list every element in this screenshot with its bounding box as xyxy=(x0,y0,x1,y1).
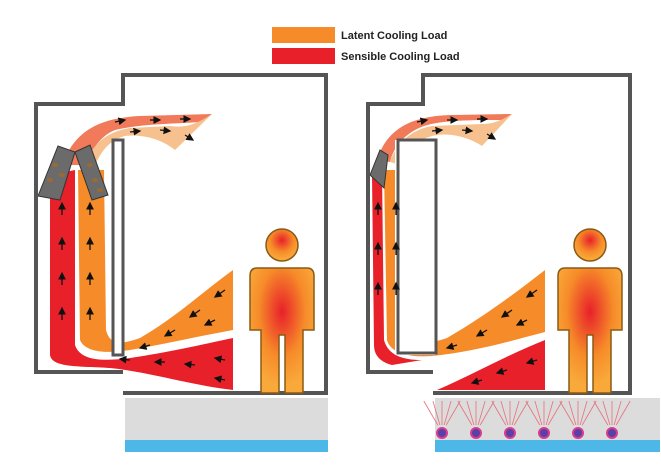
arrow-icon xyxy=(445,342,458,350)
panel-radiant xyxy=(366,73,660,452)
heat-ray xyxy=(423,400,439,426)
pipe-icon xyxy=(572,427,584,439)
legend-label-latent: Latent Cooling Load xyxy=(341,30,447,42)
arrow-icon xyxy=(213,355,226,364)
cooling-coil xyxy=(369,149,389,190)
water-layer xyxy=(125,440,328,452)
arrow-icon xyxy=(515,318,528,326)
arrow-icon xyxy=(475,329,488,337)
arrow-icon xyxy=(495,367,508,375)
arrow-icon xyxy=(183,360,196,369)
arrow-icon xyxy=(500,309,513,318)
occupant-icon xyxy=(557,228,623,394)
supply-flow-cool xyxy=(390,114,512,165)
room-wall xyxy=(34,73,328,395)
pipe-icon xyxy=(436,427,448,439)
arrow-icon xyxy=(118,355,131,364)
heat-ray xyxy=(534,400,543,426)
heat-ray xyxy=(443,400,452,426)
water-layer xyxy=(435,440,660,452)
heat-ray xyxy=(559,400,575,426)
heat-ray xyxy=(479,400,495,426)
arrow-icon xyxy=(163,329,176,337)
heat-ray xyxy=(477,400,486,426)
pipe-icon xyxy=(470,427,482,439)
heat-ray xyxy=(545,400,554,426)
airflow-arrows xyxy=(58,115,226,384)
arrow-icon xyxy=(525,289,538,298)
latent-return-flow xyxy=(384,170,545,357)
pipe-icon xyxy=(504,427,516,439)
room-wall xyxy=(366,73,632,395)
legend: Latent Cooling Load Sensible Cooling Loa… xyxy=(272,27,460,64)
sensible-return-flow xyxy=(372,172,545,390)
heat-ray xyxy=(445,400,461,426)
duct-partition xyxy=(111,138,125,357)
arrow-icon xyxy=(129,127,142,136)
heat-ray xyxy=(581,400,597,426)
heat-ray xyxy=(432,400,441,426)
pipe-icon xyxy=(606,427,618,439)
arrow-icon xyxy=(525,357,538,365)
supply-flow-warm xyxy=(62,114,212,165)
arrow-icon xyxy=(461,126,474,135)
arrow-icon xyxy=(184,133,195,141)
occupant-icon xyxy=(249,228,315,394)
floor-slab xyxy=(125,398,328,440)
heat-ray xyxy=(579,400,588,426)
arrow-icon xyxy=(486,132,497,140)
heat-ray xyxy=(511,400,520,426)
arrow-icon xyxy=(159,126,172,135)
sensible-return-flow xyxy=(50,170,233,390)
legend-swatch-sensible xyxy=(272,48,335,64)
arrow-icon xyxy=(213,375,226,384)
heat-ray xyxy=(466,400,475,426)
heat-ray xyxy=(547,400,563,426)
arrow-icon xyxy=(188,309,201,318)
arrow-icon xyxy=(431,126,444,135)
heat-ray xyxy=(615,400,631,426)
duct-partition xyxy=(395,140,435,355)
heat-ray xyxy=(457,400,473,426)
panel-all-air xyxy=(34,73,328,452)
legend-swatch-latent xyxy=(272,27,335,43)
heat-ray xyxy=(491,400,507,426)
heat-ray xyxy=(500,400,509,426)
legend-label-sensible: Sensible Cooling Load xyxy=(341,51,460,63)
heat-ray xyxy=(613,400,622,426)
heat-ray xyxy=(525,400,541,426)
latent-return-flow xyxy=(78,170,233,352)
radiant-pipes xyxy=(423,400,631,439)
supply-flow-warm xyxy=(377,114,512,162)
arrow-icon xyxy=(203,318,216,326)
arrow-icon xyxy=(213,289,226,298)
arrow-icon xyxy=(416,117,429,126)
coil-dots xyxy=(47,163,103,192)
arrow-icon xyxy=(470,377,483,385)
airflow-arrows xyxy=(374,115,538,385)
cooling-coil-right xyxy=(74,144,109,201)
heat-ray xyxy=(593,400,609,426)
heat-ray xyxy=(602,400,611,426)
arrow-icon xyxy=(138,342,151,350)
heat-ray xyxy=(568,400,577,426)
arrow-icon xyxy=(114,117,127,126)
heat-ray xyxy=(513,400,529,426)
pipe-icon xyxy=(538,427,550,439)
supply-flow-cool xyxy=(85,114,212,165)
